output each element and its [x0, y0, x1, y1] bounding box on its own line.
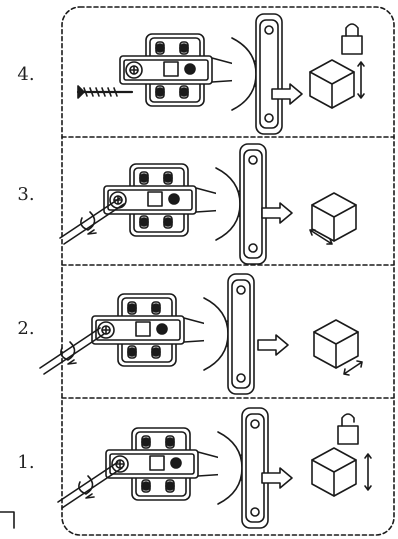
step-3-group	[60, 144, 356, 264]
corner-mark	[0, 512, 14, 528]
cube-icon	[312, 448, 356, 496]
cube-icon	[312, 193, 356, 241]
step-4-group	[78, 14, 364, 134]
vertical-arrow	[365, 454, 371, 490]
cube-icon	[314, 320, 358, 368]
step-1-group	[58, 408, 371, 528]
diagonal-arrow	[344, 361, 362, 375]
wood-screw-icon	[78, 86, 132, 98]
step-2-group	[40, 274, 362, 394]
cube-icon	[310, 60, 354, 108]
vertical-arrow	[358, 62, 364, 98]
lock-closed-icon	[342, 24, 362, 54]
lock-open-icon	[338, 414, 358, 444]
